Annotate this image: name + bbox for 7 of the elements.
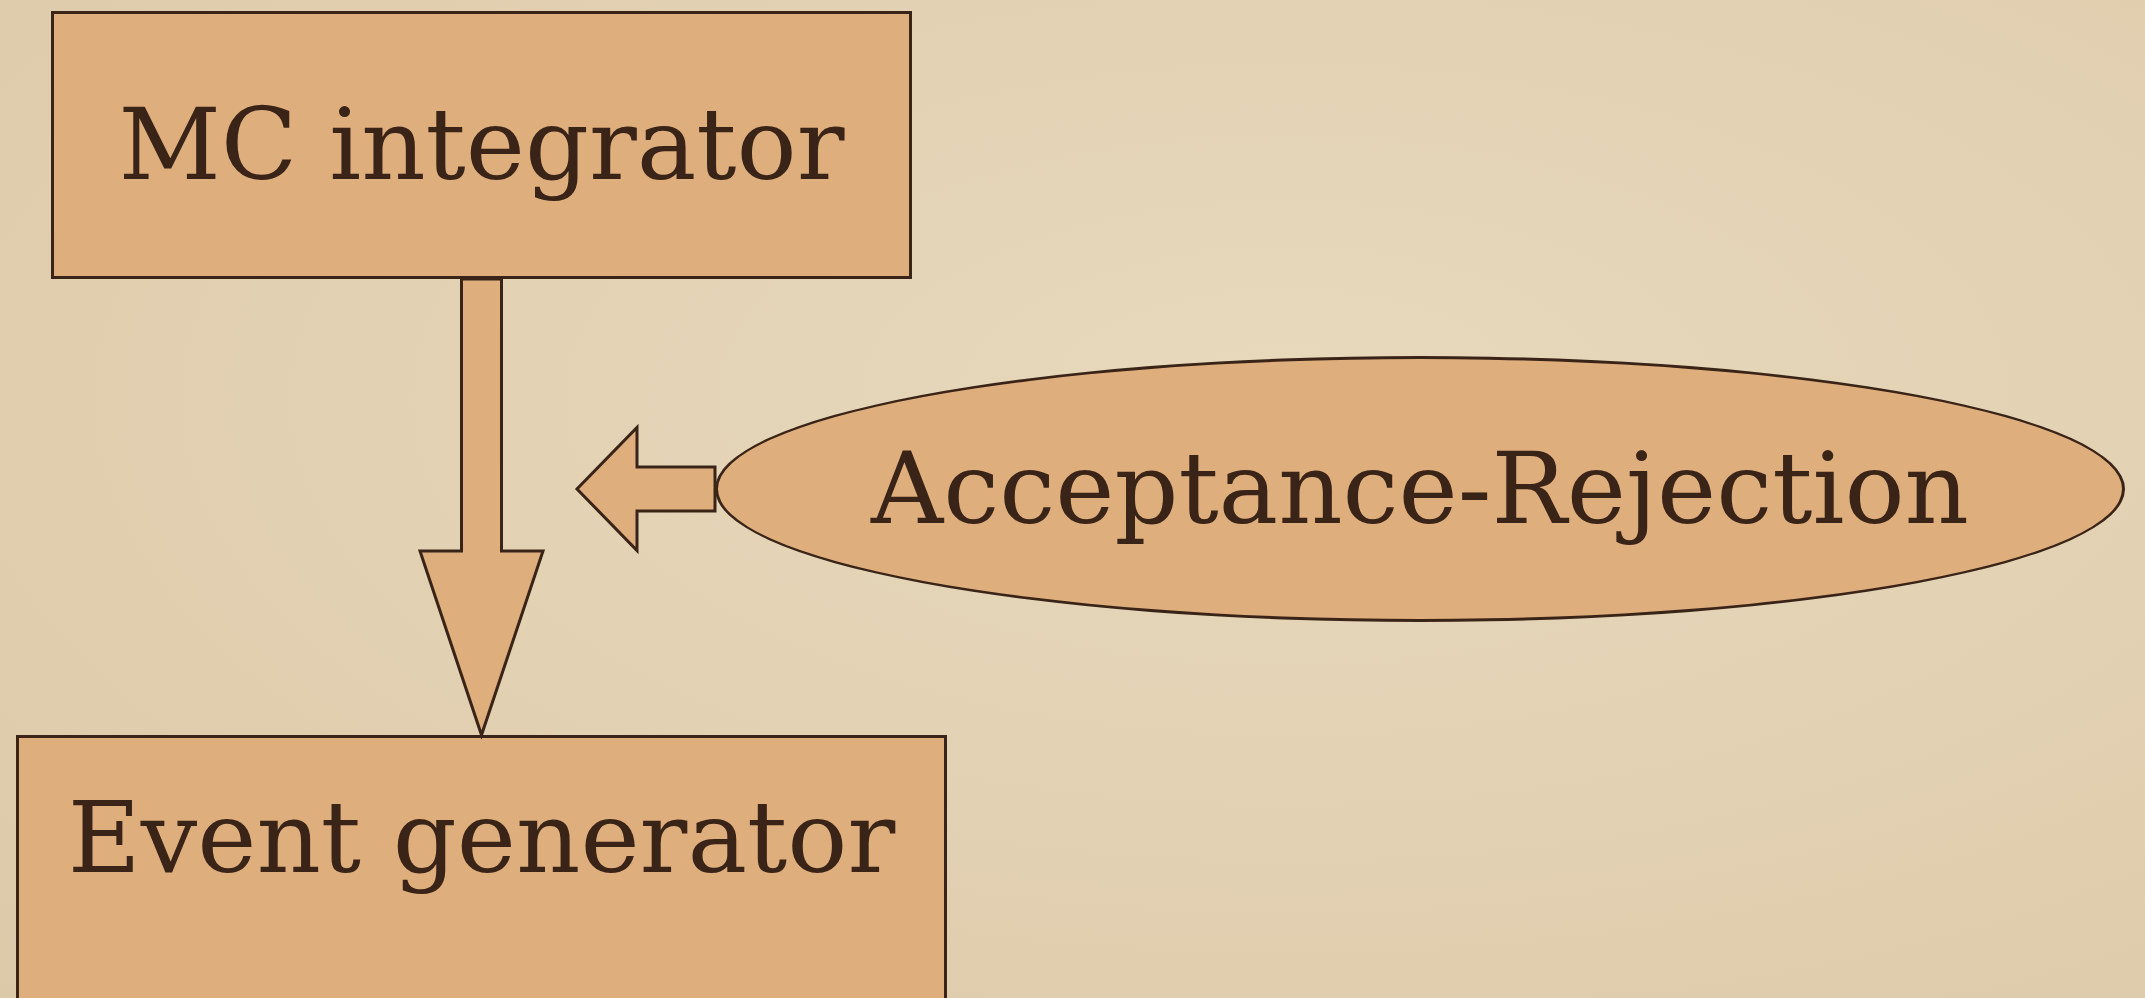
process-box: [16, 735, 947, 998]
block-arrow: [574, 423, 717, 555]
node-label: MC integrator: [118, 90, 845, 200]
node-label: Event generator: [67, 783, 896, 893]
process-box: [51, 11, 912, 279]
block-arrow: [417, 277, 546, 740]
node-label: Acceptance-Rejection: [870, 434, 1969, 544]
